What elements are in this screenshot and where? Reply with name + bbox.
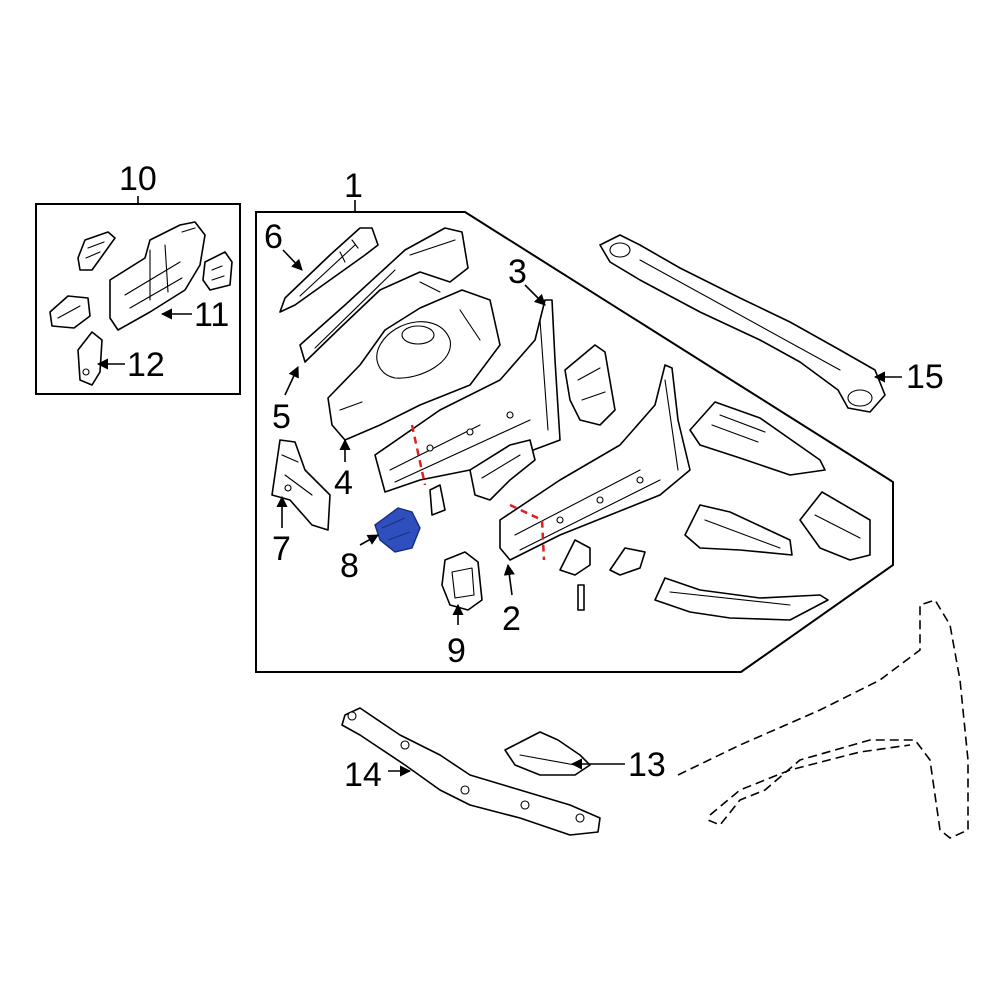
callout-2: 2 bbox=[502, 600, 521, 638]
part-1-small-bracket-b[interactable] bbox=[559, 539, 591, 576]
part-1-lower-rail[interactable] bbox=[654, 577, 829, 621]
part-10-bracket-a[interactable] bbox=[77, 231, 116, 271]
fender-reference-outline bbox=[677, 599, 969, 839]
callout-12: 12 bbox=[127, 346, 165, 384]
part-2-side-member[interactable] bbox=[499, 364, 691, 561]
callout-7: 7 bbox=[272, 530, 291, 568]
callout-4: 4 bbox=[334, 464, 353, 502]
cut-line-a bbox=[410, 424, 427, 486]
part-10-bracket-b[interactable] bbox=[202, 251, 233, 291]
callout-9: 9 bbox=[447, 632, 466, 670]
part-5-upper-rail[interactable] bbox=[299, 227, 469, 363]
part-7-bracket[interactable] bbox=[271, 439, 331, 531]
callout-10: 10 bbox=[119, 160, 157, 198]
part-1-stud[interactable] bbox=[577, 584, 585, 611]
callout-8: 8 bbox=[340, 547, 359, 585]
group-1-frame bbox=[255, 211, 894, 673]
part-8-bracket-highlighted[interactable] bbox=[374, 507, 421, 553]
part-11-side-member-extension[interactable] bbox=[109, 221, 206, 331]
part-6-upper-reinforcement[interactable] bbox=[279, 227, 379, 313]
cut-line-b bbox=[509, 503, 546, 561]
callout-14: 14 bbox=[344, 756, 382, 794]
part-10-bracket-c[interactable] bbox=[49, 295, 91, 329]
callout-11: 11 bbox=[194, 296, 229, 334]
part-1-panel-right-mid[interactable] bbox=[684, 504, 793, 556]
callout-3: 3 bbox=[508, 253, 527, 291]
part-1-inner-panel[interactable] bbox=[469, 439, 536, 501]
callout-1: 1 bbox=[344, 167, 363, 205]
part-12-bracket[interactable] bbox=[77, 331, 103, 386]
part-4-apron[interactable] bbox=[327, 289, 501, 441]
part-1-small-bracket-a[interactable] bbox=[429, 484, 446, 516]
part-14-cross-member[interactable] bbox=[341, 707, 601, 836]
part-1-small-bracket-c[interactable] bbox=[609, 547, 646, 576]
part-13-bracket[interactable] bbox=[504, 731, 591, 776]
callout-15: 15 bbox=[906, 358, 944, 396]
part-15-tower-bar[interactable] bbox=[599, 234, 886, 413]
part-1-bracket-right[interactable] bbox=[799, 491, 871, 561]
part-1-panel-right-top[interactable] bbox=[689, 401, 826, 476]
callout-6: 6 bbox=[264, 218, 283, 256]
callout-5: 5 bbox=[272, 398, 291, 436]
part-3-bracket[interactable] bbox=[564, 344, 616, 426]
callout-13: 13 bbox=[628, 746, 666, 784]
part-9-bracket[interactable] bbox=[441, 551, 483, 611]
